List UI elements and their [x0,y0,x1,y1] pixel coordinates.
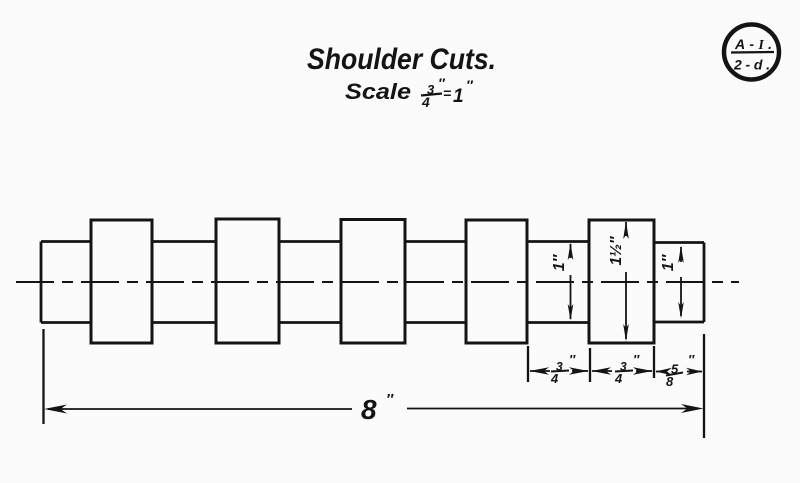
svg-text:Scale: Scale [345,79,411,104]
svg-text:5: 5 [671,362,679,377]
svg-text:Shoulder Cuts.: Shoulder Cuts. [307,43,496,76]
svg-text:4: 4 [421,94,430,110]
svg-text:1″: 1″ [660,253,677,271]
svg-text:=: = [443,85,451,101]
svg-text:8: 8 [666,374,674,389]
svg-text:1″: 1″ [551,253,568,271]
svg-text:4: 4 [614,371,623,386]
svg-text:3: 3 [620,360,627,374]
svg-text:3: 3 [427,82,435,97]
svg-text:8: 8 [361,394,377,425]
svg-text:″: ″ [386,391,394,408]
svg-text:″: ″ [633,352,640,367]
svg-text:″: ″ [688,352,695,367]
svg-text:4: 4 [550,371,559,386]
svg-text:″: ″ [466,77,474,93]
svg-text:A-I.: A-I. [734,36,772,53]
svg-text:″: ″ [569,352,576,367]
svg-text:1½″: 1½″ [608,236,625,266]
svg-text:3: 3 [556,360,563,374]
svg-text:″: ″ [438,75,446,91]
svg-text:1: 1 [453,86,464,107]
